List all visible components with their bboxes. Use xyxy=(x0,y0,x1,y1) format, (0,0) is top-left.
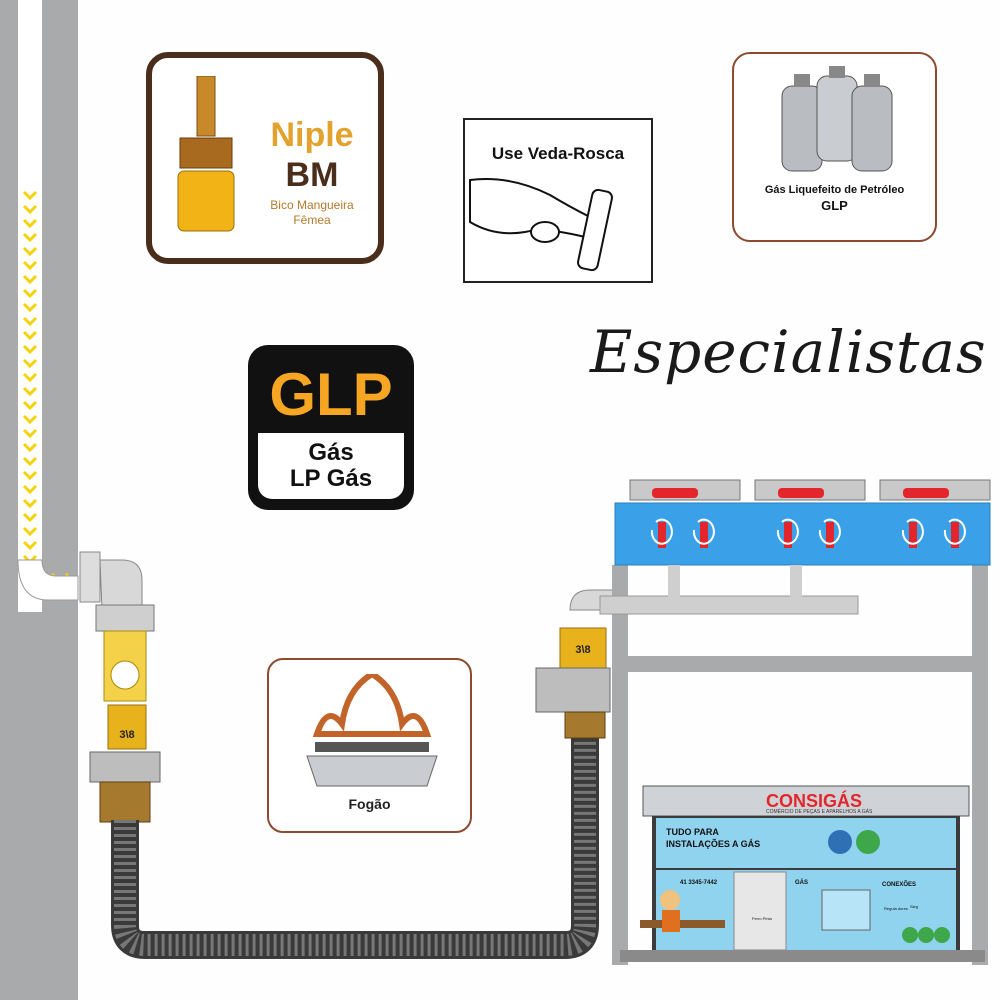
glp-caption-line1: Gás Liquefeito de Petróleo xyxy=(764,184,905,196)
right-fitting-label: 3\8 xyxy=(575,644,590,656)
shop-phone: 41 3345-7442 xyxy=(680,880,718,886)
gas-cylinders-icon xyxy=(781,66,893,172)
shop-tag-ferro: Ferro Pinta xyxy=(752,916,773,921)
niple-bm-label: BM xyxy=(285,156,339,194)
shop-storefront xyxy=(620,785,985,962)
niple-desc-line2: Fêmea xyxy=(293,213,331,227)
shop-brand: CONSIGÁS xyxy=(766,790,862,811)
glp-badge: GLP Gás LP Gás xyxy=(248,345,414,510)
glp-cylinders-card: Gás Liquefeito de Petróleo GLP xyxy=(732,52,937,242)
shop-banner-line1: TUDO PARA xyxy=(666,827,719,837)
veda-rosca-card: Use Veda-Rosca xyxy=(463,118,653,283)
left-fitting-assembly xyxy=(79,551,161,823)
glp-caption-line2: GLP xyxy=(821,198,848,213)
stove xyxy=(599,479,991,965)
shop-tag-sleg: Sleg xyxy=(910,904,918,909)
wall-elbow xyxy=(17,559,79,601)
niple-desc-line1: Bico Mangueira xyxy=(270,198,354,212)
burner-flame-icon xyxy=(306,674,438,787)
niple-bm-card: Niple BM Bico Mangueira Fêmea xyxy=(146,52,384,264)
niple-title: Niple xyxy=(270,116,354,154)
niple-description: Bico Mangueira Fêmea xyxy=(247,198,377,228)
glp-badge-line2: LP Gás xyxy=(289,465,373,492)
shop-tag-regul: Regula dores xyxy=(884,906,908,911)
glp-badge-line1: Gás xyxy=(308,439,354,466)
shop-banner-line2: INSTALAÇÕES A GÁS xyxy=(666,839,760,849)
shop-tagline: COMÉRCIO DE PEÇAS E APARELHOS A GÁS xyxy=(766,808,873,815)
wall-gas-pipe xyxy=(18,0,42,612)
flow-arrows xyxy=(22,190,75,588)
especialistas-headline: Especialistas xyxy=(590,318,987,386)
brass-fitting-icon xyxy=(177,76,235,232)
glp-badge-bottom: Gás LP Gás xyxy=(258,433,404,499)
braided-hose-texture xyxy=(114,720,596,956)
fogao-card: Fogão xyxy=(267,658,472,833)
glp-badge-title: GLP xyxy=(269,361,393,428)
glp-caption: Gás Liquefeito de Petróleo GLP xyxy=(734,182,935,214)
shop-section-gas: GÁS xyxy=(795,879,808,886)
fogao-label: Fogão xyxy=(348,796,391,812)
veda-rosca-title: Use Veda-Rosca xyxy=(491,144,625,163)
hand-thread-tape-icon xyxy=(469,178,613,272)
shop-section-conexoes: CONEXÕES xyxy=(882,881,916,888)
left-fitting-label: 3\8 xyxy=(119,729,134,741)
